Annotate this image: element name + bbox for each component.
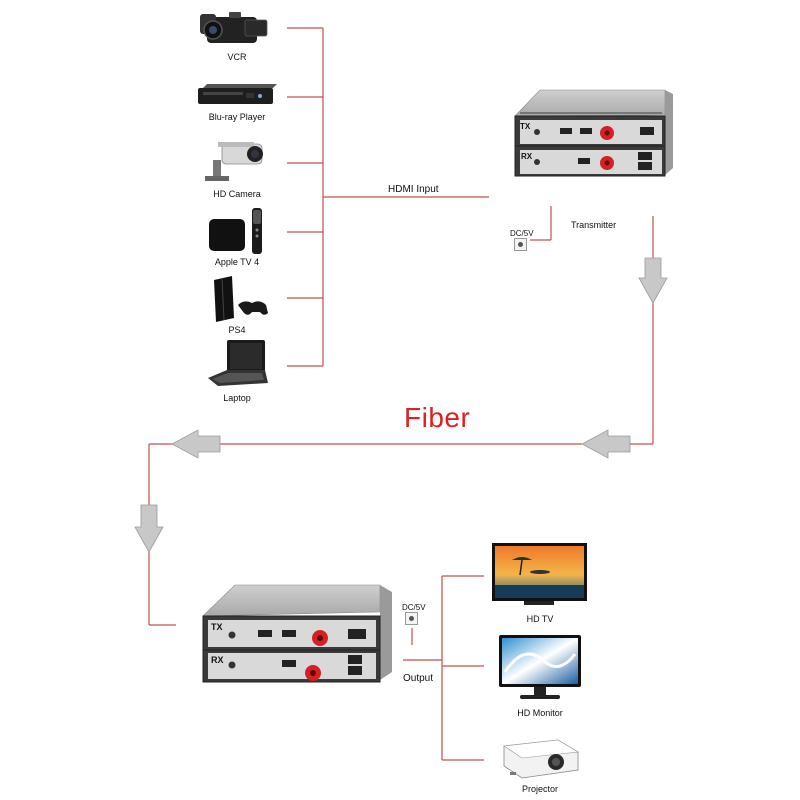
apple-tv-icon	[209, 208, 262, 254]
dc-power-port	[514, 238, 527, 251]
dc-label-receiver: DC/5V	[402, 603, 426, 612]
receiver-device: TX RX	[202, 584, 392, 683]
output-label: Output	[403, 673, 434, 684]
laptop-icon	[208, 340, 268, 386]
projector-icon	[503, 739, 579, 779]
arrow-down-icon	[638, 257, 668, 304]
tv-icon	[492, 543, 587, 605]
source-label-ps4: PS4	[228, 325, 246, 335]
source-label-apple-tv: Apple TV 4	[214, 257, 260, 267]
camcorder-icon	[200, 12, 268, 43]
transmitter-label: Transmitter	[571, 220, 617, 230]
fiber-path-lines	[148, 206, 654, 761]
source-label-laptop: Laptop	[223, 393, 251, 403]
dc-power-port	[405, 612, 418, 625]
source-label-hd-camera: HD Camera	[213, 189, 261, 199]
rx-tag: RX	[521, 152, 533, 161]
arrow-left-icon	[171, 429, 221, 459]
arrow-down-icon	[134, 504, 164, 553]
bluray-player-icon	[198, 84, 277, 104]
output-label-hd-tv: HD TV	[526, 614, 554, 624]
rx-tag: RX	[211, 655, 224, 665]
ps4-console-icon	[214, 276, 268, 322]
tx-tag: TX	[520, 122, 531, 131]
fiber-label: Fiber	[404, 402, 471, 433]
output-label-projector: Projector	[521, 784, 559, 794]
transmitter-device: TX RX	[514, 89, 673, 177]
dc-label-transmitter: DC/5V	[510, 229, 534, 238]
cctv-camera-icon	[205, 142, 263, 181]
hdmi-input-label: HDMI Input	[388, 184, 439, 195]
tx-tag: TX	[211, 622, 223, 632]
monitor-icon	[499, 635, 581, 699]
output-label-hd-monitor: HD Monitor	[517, 708, 563, 718]
source-bus-lines	[287, 27, 489, 367]
source-label-bluray: Blu-ray Player	[208, 112, 266, 122]
arrow-left-icon	[581, 429, 631, 459]
source-label-vcr: VCR	[227, 52, 247, 62]
